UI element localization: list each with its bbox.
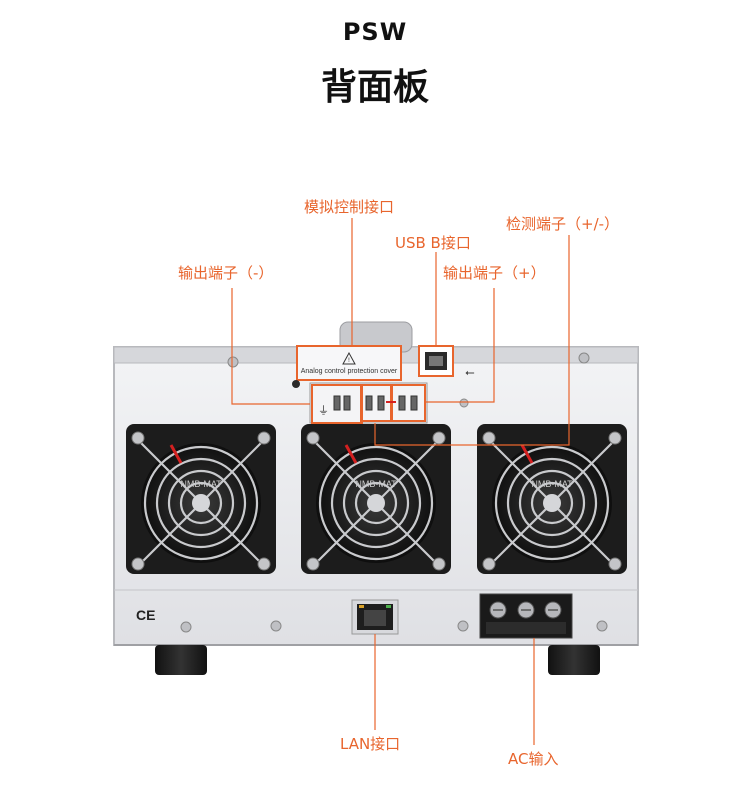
fan-screw [432, 431, 446, 445]
callout-output-minus: 输出端子（-） [178, 264, 274, 282]
callout-lan: LAN接口 [340, 735, 401, 753]
cooling-fan: NMB-MAT [477, 424, 627, 574]
fan-screw [257, 557, 271, 571]
page-title: 背面板 [320, 67, 429, 108]
fan-screw [432, 557, 446, 571]
ground-symbol-icon: ⏚ [318, 404, 329, 417]
fan-screw [608, 431, 622, 445]
analog-control-cover[interactable] [296, 345, 402, 381]
ce-mark: CE [136, 607, 155, 623]
cover-label: Analog control protection cover [301, 368, 398, 375]
callout-output-plus: 输出端子（+） [443, 264, 546, 282]
fan-screw [306, 431, 320, 445]
fan-screw [131, 431, 145, 445]
screw [227, 356, 239, 368]
screw [459, 398, 469, 408]
fan-screw [306, 557, 320, 571]
callout-sense-terminal: 检测端子（+/-） [506, 215, 620, 233]
fan-screw [608, 557, 622, 571]
fan-screw [257, 431, 271, 445]
ground-terminal [292, 380, 300, 388]
cooling-fan: NMB-MAT [126, 424, 276, 574]
fan-screw [482, 431, 496, 445]
fan-screw [131, 557, 145, 571]
usb-icon: ⭠ [465, 365, 475, 379]
callout-analog-control: 模拟控制接口 [304, 198, 395, 216]
cooling-fan: NMB-MAT [301, 424, 451, 574]
callout-ac-input: AC输入 [508, 750, 559, 768]
foot-right [548, 645, 600, 675]
svg-text:!: ! [348, 357, 350, 364]
screw [578, 352, 590, 364]
fan-screw [482, 557, 496, 571]
callout-usb-b: USB B接口 [395, 234, 471, 252]
foot-left [155, 645, 207, 675]
brand-title: PSW [342, 18, 408, 46]
